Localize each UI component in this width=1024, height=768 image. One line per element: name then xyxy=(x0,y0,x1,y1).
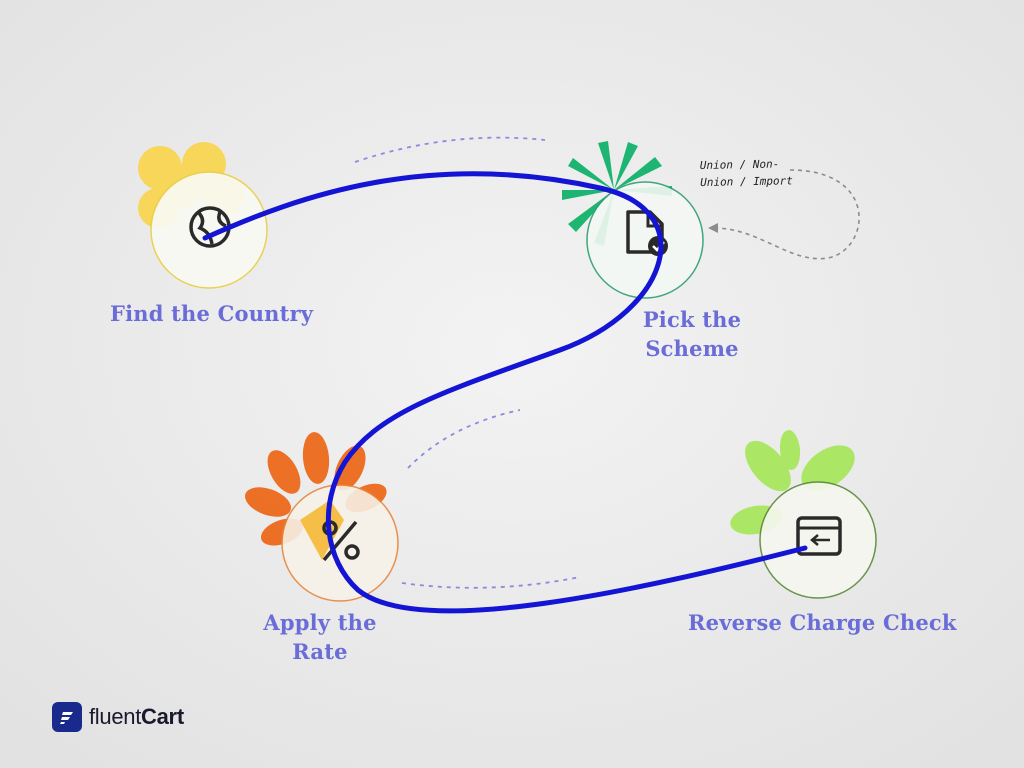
scheme-annotation: Union / Non- Union / Import xyxy=(700,155,811,191)
step-label-find-country: Find the Country xyxy=(110,301,314,326)
sunray-decoration xyxy=(300,500,344,560)
brand-suffix: Cart xyxy=(141,704,184,729)
step-reverse-charge xyxy=(730,430,877,599)
annotation-arrow xyxy=(713,169,860,260)
label-line: Scheme xyxy=(645,336,739,361)
fluentcart-logo-icon xyxy=(52,702,82,732)
annotation-line: Union / Import xyxy=(700,174,793,189)
step-label-reverse-charge: Reverse Charge Check xyxy=(688,610,957,635)
step-pick-scheme xyxy=(562,141,704,299)
step-label-apply-rate: Apply the Rate xyxy=(250,608,390,666)
step-circle xyxy=(150,171,268,289)
annotation-line: Union / Non- xyxy=(699,157,780,172)
label-line: Pick the xyxy=(642,307,742,332)
brand-logo: fluentCart xyxy=(52,702,184,732)
invoice-return-icon xyxy=(796,516,842,556)
label-line: Rate xyxy=(292,639,348,664)
annotation-arrowhead xyxy=(708,223,718,233)
step-label-pick-scheme: Pick the Scheme xyxy=(632,305,752,363)
brand-prefix: fluent xyxy=(89,704,142,729)
brand-name: fluentCart xyxy=(89,704,184,730)
step-apply-rate xyxy=(245,432,399,602)
flow-path xyxy=(202,171,808,614)
dashed-accent-arc xyxy=(401,576,581,589)
label-line: Apply the xyxy=(263,610,377,635)
step-circle xyxy=(586,181,704,299)
